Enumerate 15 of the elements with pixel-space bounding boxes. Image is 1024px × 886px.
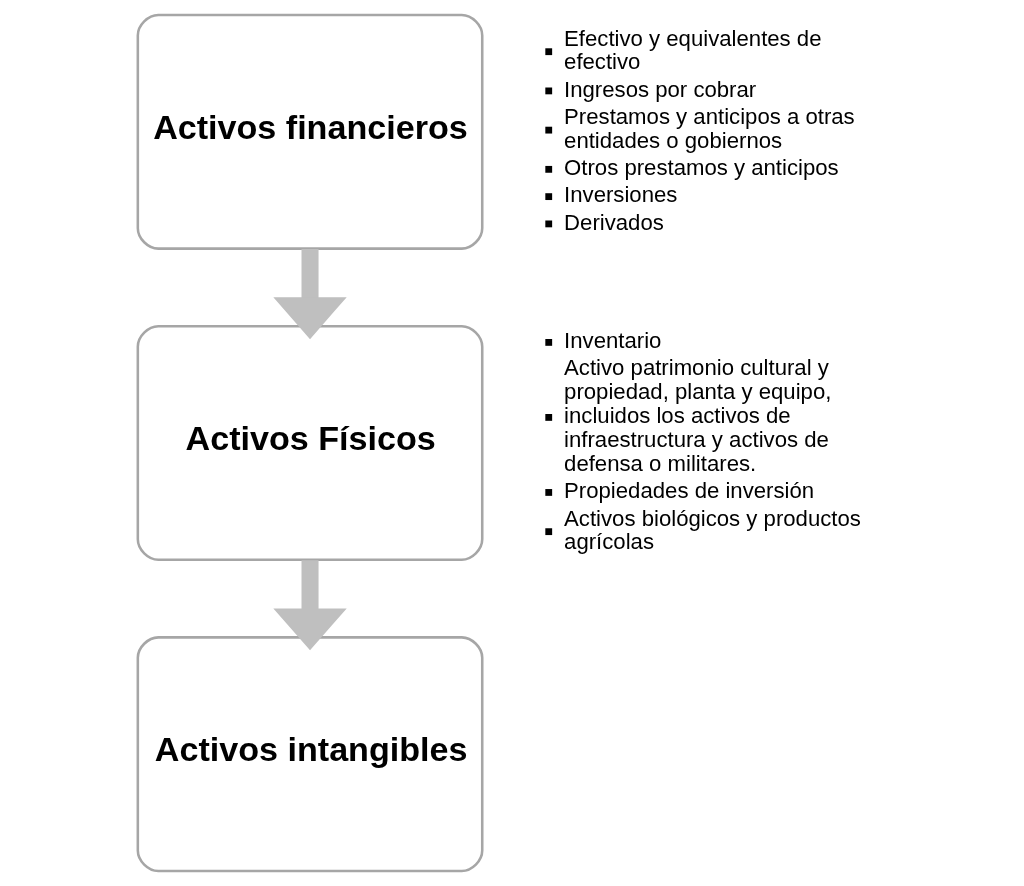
node-label: Inventario	[563, 328, 661, 354]
node-label: Derivados	[563, 209, 664, 235]
node-label: Inversiones	[563, 182, 677, 208]
node-label: Prestamos y anticipos a otras entidades o gobiernos	[563, 103, 855, 153]
node-label: Ingresos por cobrar	[563, 76, 756, 102]
node-label: Activo patrimonio cultural y propiedad, planta y equipo, incluidos los activos de infraestructura y activos de defensa o militares.	[563, 355, 831, 476]
arrow	[272, 560, 347, 651]
arrow	[272, 249, 347, 340]
node-label: Propiedades de inversión	[563, 478, 814, 504]
node-label: Otros prestamos y anticipos	[563, 155, 839, 181]
node-label: Activos biológicos y productos agrícolas	[563, 505, 861, 555]
node-box: Activos intangibles	[136, 636, 483, 873]
node-label: Efectivo y equivalentes de efectivo	[563, 25, 821, 75]
node-box: Activos financieros	[136, 13, 483, 250]
node-box: Activos Físicos	[136, 324, 483, 562]
